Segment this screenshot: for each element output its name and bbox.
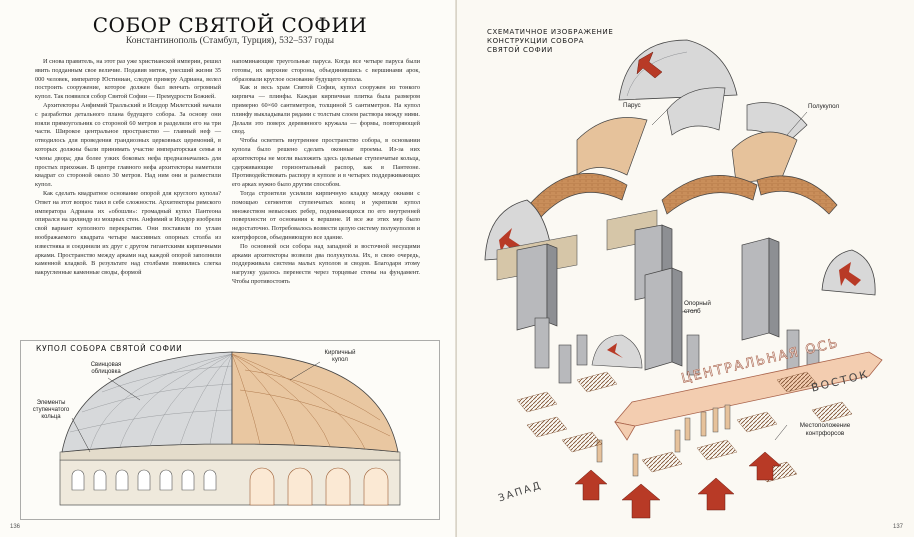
paragraph: напоминающие треугольные паруса. Когда в… [232, 58, 420, 83]
diagram-title: СХЕМАТИЧНОЕ ИЗОБРАЖЕНИЕ КОНСТРУКЦИИ СОБО… [487, 28, 613, 55]
label-sail: Парус [623, 102, 641, 109]
callout-brick-dome: Кирпичный купол [324, 350, 356, 363]
paragraph: Как сделать квадратное основание опорой … [35, 189, 221, 277]
structure-diagram [484, 39, 883, 519]
dome-illustration [20, 340, 440, 520]
paragraph: По основной оси собора над западной и во… [232, 242, 420, 285]
diagram-title-line: СВЯТОЙ СОФИИ [487, 46, 553, 54]
diagram-title-line: СХЕМАТИЧНОЕ ИЗОБРАЖЕНИЕ [487, 28, 614, 36]
diagram-title-line: КОНСТРУКЦИИ СОБОРА [487, 37, 585, 45]
page-number-left: 136 [10, 524, 21, 530]
label-buttress: Местоположение контрфорсов [799, 422, 851, 437]
paragraph: Чтобы осветить внутреннее пространство с… [232, 137, 420, 189]
page-number-right: 137 [893, 524, 904, 530]
page-title: СОБОР СВЯТОЙ СОФИИ [92, 13, 368, 37]
callout-lead-cladding: Свинцовая облицовка [90, 362, 122, 375]
label-pier: Опорный столб [684, 300, 711, 315]
dome-section-title: КУПОЛ СОБОРА СВЯТОЙ СОФИИ [36, 344, 183, 353]
label-half-dome: Полукупол [808, 103, 840, 110]
paragraph: Тогда строители усилили кирпичную кладку… [232, 189, 420, 241]
text-column-2: напоминающие треугольные паруса. Когда в… [232, 58, 420, 287]
text-column-1: И снова правитель, на этот раз уже христ… [35, 58, 221, 278]
paragraph: Архитекторы Анфимий Тралльский и Исидор … [35, 101, 221, 189]
callout-stepped-ring: Элементы ступенчатого кольца [32, 400, 70, 420]
page-subtitle: Константинополь (Стамбул, Турция), 532–5… [125, 36, 335, 46]
paragraph: Как и весь храм Святой Софии, купол соор… [232, 84, 420, 136]
paragraph: И снова правитель, на этот раз уже христ… [35, 58, 221, 101]
